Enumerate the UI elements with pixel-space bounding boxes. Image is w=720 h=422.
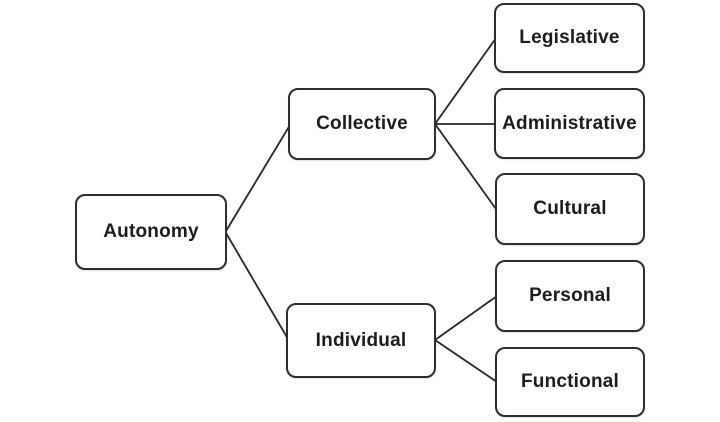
edge-collective-cultural	[434, 123, 497, 210]
node-collective-label: Collective	[316, 113, 408, 134]
node-personal-label: Personal	[529, 285, 611, 306]
node-cultural-label: Cultural	[533, 198, 607, 219]
node-functional: Functional	[495, 347, 645, 417]
edge-individual-personal	[434, 295, 498, 341]
node-autonomy-label: Autonomy	[103, 221, 199, 242]
node-legislative: Legislative	[494, 3, 645, 73]
node-individual-label: Individual	[315, 329, 407, 351]
edge-collective-legislative	[434, 37, 497, 125]
node-administrative: Administrative	[494, 88, 645, 159]
node-functional-label: Functional	[520, 371, 620, 392]
node-legislative-label: Legislative	[519, 27, 620, 48]
node-collective: Collective	[288, 88, 436, 160]
edge-autonomy-collective	[225, 124, 291, 232]
node-individual: Individual	[286, 303, 436, 378]
node-administrative-label: Administrative	[502, 112, 637, 134]
node-personal: Personal	[495, 260, 645, 332]
node-cultural: Cultural	[495, 173, 645, 245]
edge-autonomy-individual	[225, 232, 289, 340]
edge-individual-functional	[434, 339, 498, 383]
node-autonomy: Autonomy	[75, 194, 227, 270]
